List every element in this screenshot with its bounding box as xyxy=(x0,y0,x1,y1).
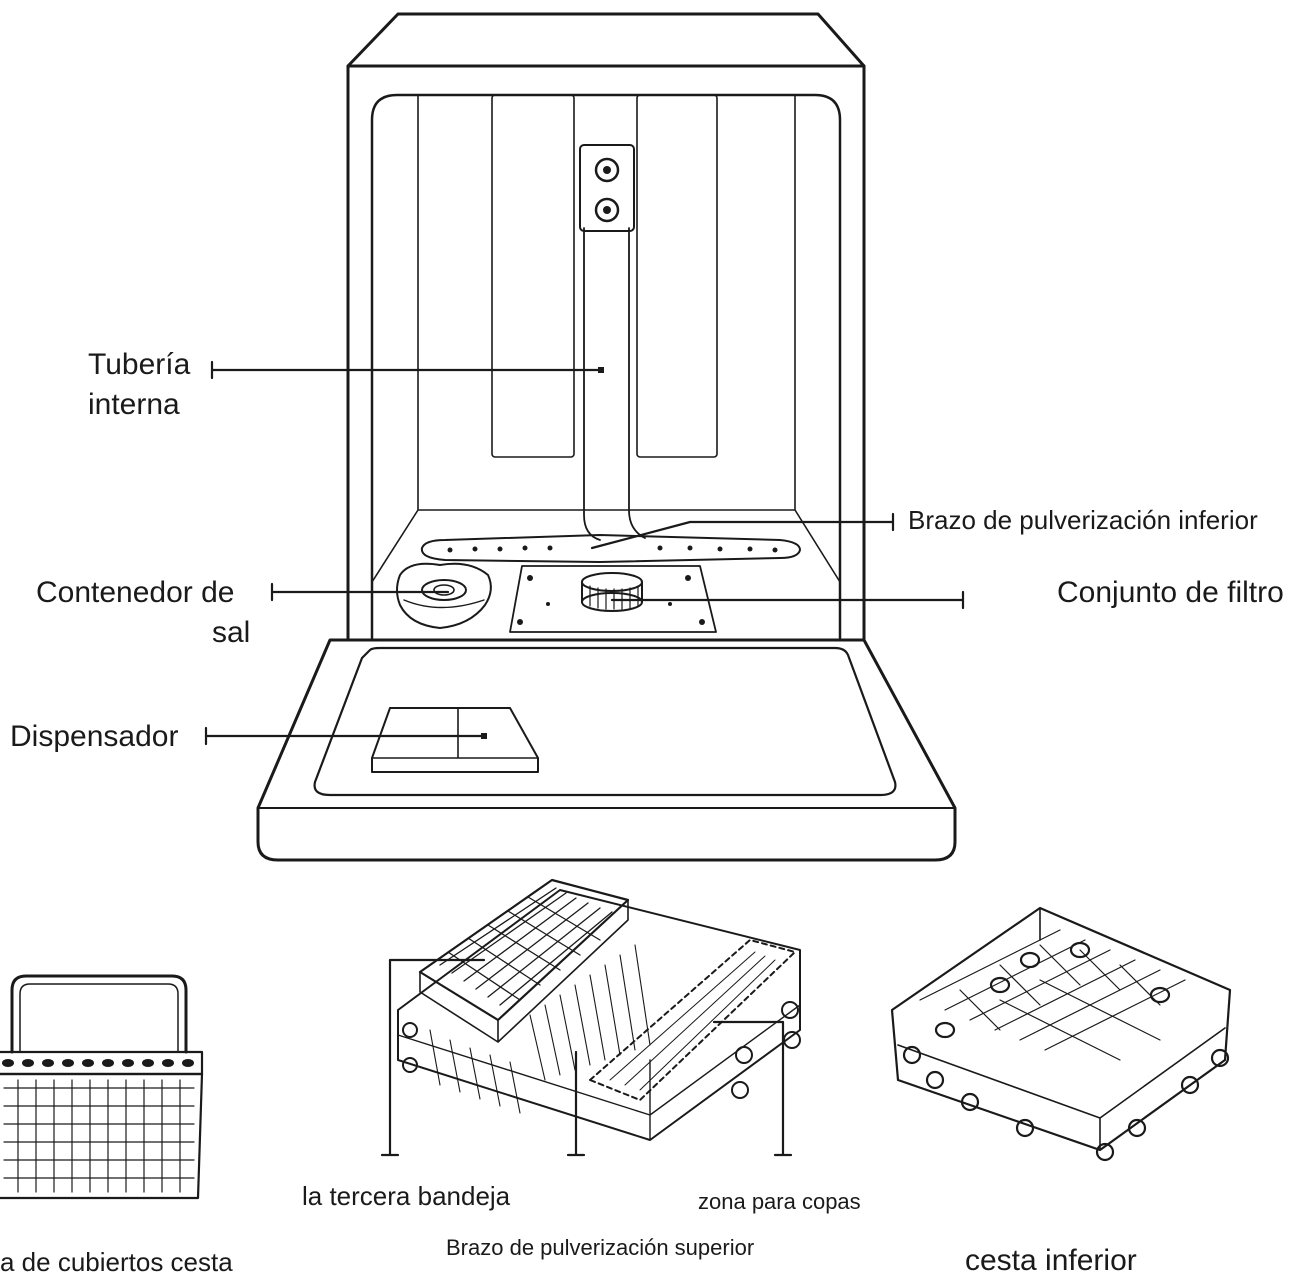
cabinet-outer xyxy=(348,66,864,640)
label-dispenser: Dispensador xyxy=(10,718,178,756)
filter-cylinder xyxy=(582,593,642,611)
label-internal-pipe-line1: Tubería xyxy=(88,346,190,384)
leader-filter-assembly xyxy=(612,592,963,608)
basket-handle xyxy=(12,976,186,1052)
dishwasher-door xyxy=(258,640,955,860)
basket-body xyxy=(0,1074,202,1198)
top-lid xyxy=(348,14,864,66)
leader-dispenser xyxy=(206,728,484,744)
lower-spray-arm-shape xyxy=(422,535,800,562)
label-lower-basket: cesta inferior xyxy=(965,1242,1137,1280)
label-filter-assembly: Conjunto de filtro xyxy=(1057,574,1284,612)
label-internal-pipe-line2: interna xyxy=(88,386,180,424)
salt-container-shape xyxy=(397,564,491,628)
leader-salt-container xyxy=(272,584,448,600)
back-panel-right xyxy=(637,95,717,457)
leader-glass-zone xyxy=(714,1022,791,1155)
upper-basket xyxy=(398,880,800,1140)
label-lower-spray-arm: Brazo de pulverización inferior xyxy=(908,504,1258,537)
label-salt-container-line1: Contenedor de xyxy=(36,574,235,612)
leader-lower-spray-arm xyxy=(592,514,893,548)
inner-tub xyxy=(372,95,840,638)
dishwasher-body xyxy=(348,14,864,640)
label-third-tray: la tercera bandeja xyxy=(302,1180,510,1213)
label-cutlery-basket: a de cubiertos cesta xyxy=(0,1246,233,1279)
label-upper-spray-arm: Brazo de pulverización superior xyxy=(446,1234,754,1262)
leader-upper-spray-arm xyxy=(568,1052,584,1155)
internal-pipe xyxy=(584,228,645,540)
label-glass-zone: zona para copas xyxy=(698,1188,861,1216)
leader-internal-pipe xyxy=(212,362,600,378)
cutlery-basket xyxy=(0,976,202,1198)
glass-zone-shape xyxy=(590,940,795,1100)
label-salt-container-line2: sal xyxy=(212,614,250,652)
dispenser-shape xyxy=(372,708,538,772)
back-panel-left xyxy=(492,95,574,457)
door-outer xyxy=(258,640,955,860)
lower-basket-frame xyxy=(892,908,1230,1150)
lower-basket xyxy=(892,908,1230,1160)
